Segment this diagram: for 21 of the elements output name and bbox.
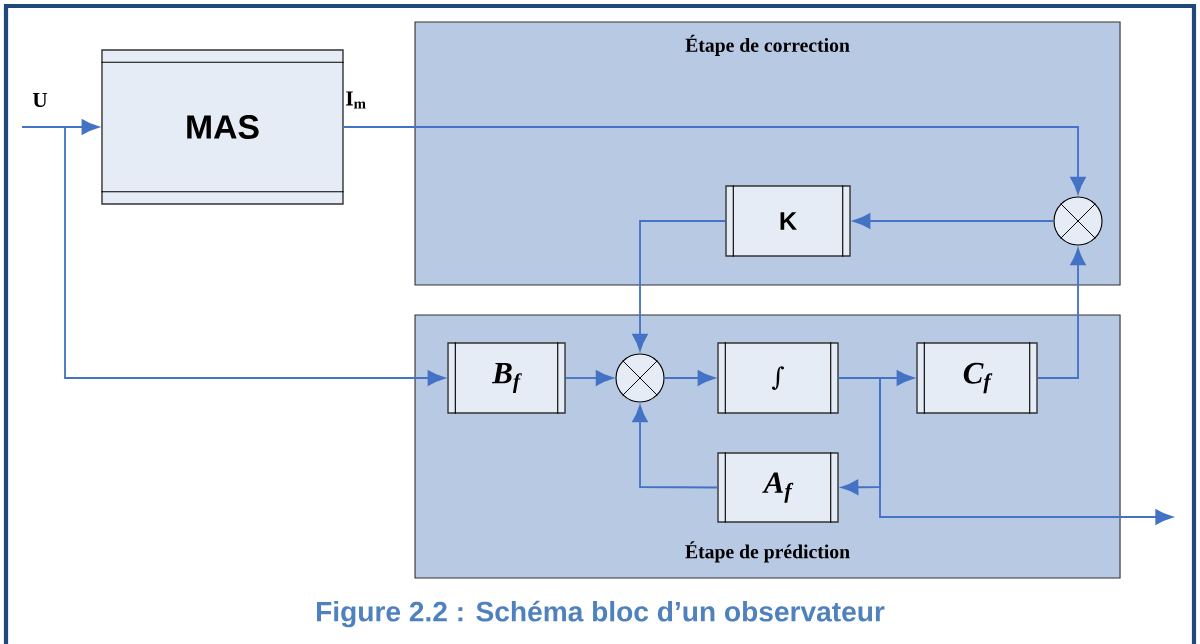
summing-junction — [1053, 196, 1103, 246]
arrow — [632, 405, 719, 489]
figure-caption: Figure 2.2 : Schéma bloc d’un observateur — [317, 600, 885, 628]
arrow — [1036, 247, 1086, 379]
signal-label: I$_{m}$ — [346, 91, 366, 109]
arrow — [21, 119, 99, 135]
arrow — [342, 126, 1086, 195]
arrow — [564, 370, 614, 386]
transfer-block: K — [725, 184, 851, 258]
summing-junction — [615, 353, 665, 403]
transfer-block: A$_{f}$ — [717, 451, 839, 524]
arrow — [663, 370, 715, 386]
arrow — [632, 220, 727, 352]
arrow — [64, 126, 445, 386]
signal-label: U — [32, 93, 48, 107]
transfer-block: ∫ — [717, 341, 839, 415]
arrow — [853, 213, 1055, 229]
transfer-block: C$_{f}$ — [916, 341, 1038, 415]
transfer-block: MAS — [100, 49, 345, 205]
arrow — [837, 377, 1173, 525]
transfer-block: B$_{f}$ — [447, 341, 566, 415]
